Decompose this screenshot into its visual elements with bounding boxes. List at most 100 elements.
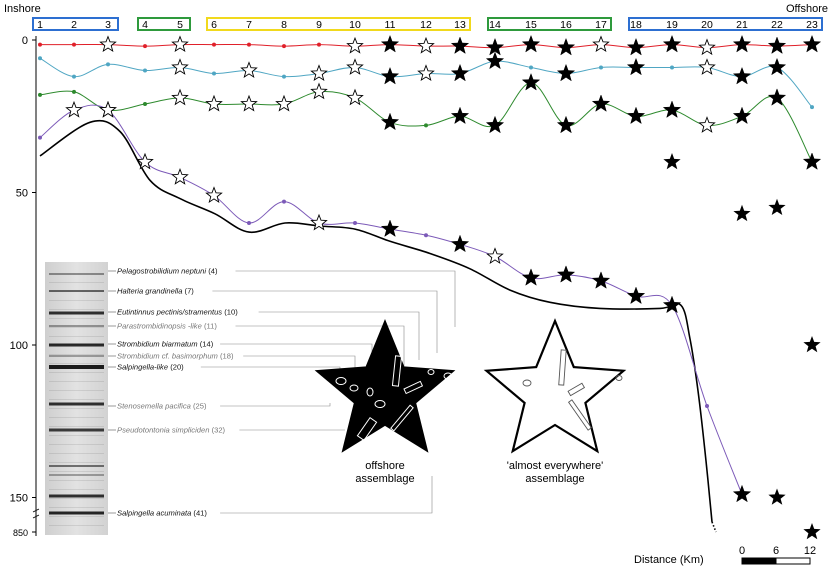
isolated-filled-star-marker (768, 198, 786, 215)
blue-filled-star-marker (767, 57, 787, 76)
station-label-7: 7 (246, 19, 252, 31)
red-open-star-marker (698, 38, 716, 56)
blue-dot-marker (810, 105, 814, 110)
station-label-13: 13 (454, 19, 466, 31)
station-group-box-4 (487, 17, 612, 31)
green-filled-star-marker (802, 152, 822, 170)
purple-open-star-marker (136, 152, 154, 170)
green-dot-marker (424, 123, 428, 128)
blue-open-star-marker (346, 58, 364, 75)
taxon-label: Salpingella-like (20) (117, 363, 184, 372)
station-label-20: 20 (701, 19, 713, 31)
green-filled-star-marker (626, 106, 646, 125)
taxon-label: Pseudotontonia simpliciden (32) (117, 426, 226, 435)
red-dot-marker (72, 42, 76, 47)
station-label-6: 6 (211, 19, 217, 31)
blue-filled-star-marker (556, 63, 576, 82)
dgge-gel-image (45, 262, 108, 535)
purple-dot-marker (705, 404, 709, 408)
station-label-16: 16 (560, 19, 572, 31)
purple-open-star-marker (65, 100, 83, 118)
green-dot-marker (143, 102, 147, 107)
almost-everywhere-label-2: assemblage (525, 473, 584, 485)
blue-filled-star-marker (485, 51, 505, 70)
red-open-star-marker (171, 35, 189, 53)
scale-tick-0: 0 (739, 545, 745, 557)
depth-tick-150: 150 (10, 493, 28, 505)
distance-scale-bar: Distance (Km) 0 6 12 (634, 545, 816, 566)
isolated-filled-star-marker (803, 336, 821, 353)
green-filled-star-marker (662, 100, 682, 118)
blue-open-star-marker (310, 64, 328, 82)
purple-open-star-marker (310, 213, 328, 231)
red-dot-marker (317, 42, 321, 47)
scale-tick-12: 12 (804, 545, 816, 557)
gel-band (49, 311, 104, 315)
blue-dot-marker (599, 65, 603, 70)
isolated-filled-star-marker (663, 153, 681, 170)
offshore-assemblage-label-2: assemblage (355, 473, 414, 485)
blue-open-star-marker (171, 58, 189, 75)
isolated-filled-star-marker (803, 523, 821, 540)
red-open-star-marker (417, 36, 435, 54)
blue-filled-star-marker (450, 63, 470, 82)
gel-band (49, 494, 104, 498)
gel-band (49, 428, 104, 432)
purple-open-star-marker (205, 186, 223, 204)
station-label-8: 8 (281, 19, 287, 31)
station-label-11: 11 (385, 19, 396, 31)
purple-filled-star-marker (556, 265, 576, 283)
station-group-box-1 (32, 17, 119, 31)
red-dot-marker (282, 44, 286, 49)
taxon-label: Strombidium biarmatum (14) (117, 340, 214, 349)
taxon-leader-line (220, 476, 433, 514)
green-open-star-marker (240, 94, 258, 112)
green-open-star-marker (275, 94, 293, 112)
red-dot-marker (247, 42, 251, 47)
red-open-star-marker (99, 35, 117, 53)
bottom-depth-profile (39, 119, 713, 522)
purple-filled-star-marker (380, 219, 400, 237)
purple-dot-marker (282, 199, 286, 204)
station-label-9: 9 (316, 19, 322, 31)
purple-filled-star-marker (521, 268, 541, 286)
blue-open-star-marker (417, 64, 435, 82)
red-filled-star-marker (485, 37, 505, 56)
purple-open-star-marker (171, 168, 189, 185)
station-label-5: 5 (177, 19, 183, 31)
taxon-label: Stenosemella pacifica (25) (117, 402, 207, 411)
gel-band (49, 290, 104, 292)
station-label-3: 3 (105, 19, 111, 31)
gel-band (49, 343, 104, 347)
taxon-leader-line (212, 290, 438, 353)
scale-tick-6: 6 (773, 545, 779, 557)
green-open-star-marker (698, 116, 716, 133)
taxon-leader-line (220, 403, 331, 407)
station-label-4: 4 (142, 19, 148, 31)
taxon-leader-line (235, 270, 456, 327)
series-line-green (39, 82, 813, 163)
green-filled-star-marker (767, 88, 787, 106)
taxon-label: Eutintinnus pectinis/stramentus (10) (117, 308, 238, 317)
gel-band (49, 474, 104, 476)
green-filled-star-marker (521, 72, 541, 91)
gel-band (49, 273, 104, 275)
station-label-15: 15 (525, 19, 537, 31)
station-group-box-2 (137, 17, 191, 31)
red-filled-star-marker (662, 34, 682, 53)
blue-open-star-marker (698, 58, 716, 75)
green-filled-star-marker (450, 106, 470, 125)
blue-filled-star-marker (732, 66, 752, 85)
red-filled-star-marker (450, 36, 470, 54)
red-dot-marker (38, 42, 42, 47)
blue-dot-marker (143, 68, 147, 73)
red-filled-star-marker (380, 34, 400, 53)
station-label-18: 18 (630, 19, 642, 31)
scale-bar-label: Distance (Km) (634, 554, 704, 566)
green-filled-star-marker (556, 115, 576, 134)
gel-band (49, 355, 104, 357)
blue-dot-marker (212, 71, 216, 76)
red-open-star-marker (592, 35, 610, 53)
green-dot-marker (72, 89, 76, 94)
